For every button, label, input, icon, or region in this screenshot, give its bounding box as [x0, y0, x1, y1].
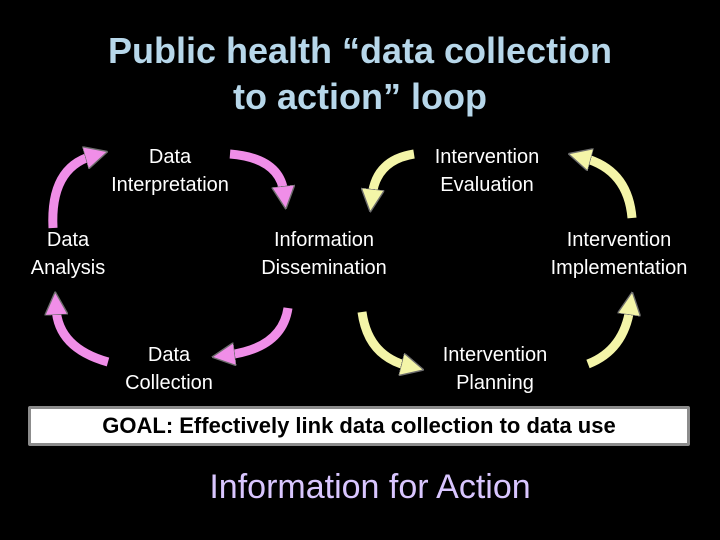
node-intervention-planning: Intervention Planning: [420, 341, 570, 397]
arrow-evaluation-to-dissemination: [372, 149, 415, 196]
goal-banner: GOAL: Effectively link data collection t…: [28, 406, 690, 446]
arrow-analysis-to-interpretation: [48, 156, 92, 229]
node-label-line: Dissemination: [261, 257, 387, 279]
slide-title: Public health “data collection to action…: [0, 28, 720, 120]
node-data-interpretation: Data Interpretation: [90, 143, 250, 199]
node-data-analysis: Data Analysis: [10, 226, 126, 282]
node-information-dissemination: Information Dissemination: [238, 226, 410, 282]
node-intervention-implementation: Intervention Implementation: [526, 226, 712, 282]
node-label-line: Collection: [125, 372, 213, 394]
node-label-line: Information: [273, 229, 375, 251]
node-label-line: Data: [147, 344, 191, 366]
arrow-dissemination-to-collection: [228, 307, 293, 355]
node-label-line: Data: [148, 146, 192, 168]
arrow-implementation-to-evaluation: [584, 158, 637, 219]
loop-diagram: [0, 0, 720, 410]
node-label-line: Analysis: [30, 257, 106, 279]
footer-tagline: Information for Action: [209, 468, 531, 506]
node-label-line: Data: [46, 229, 90, 251]
node-label-line: Evaluation: [440, 174, 534, 196]
arrow-planning-to-implementation: [586, 308, 630, 369]
arrow-interpretation-to-dissemination: [229, 149, 284, 193]
node-label-line: Interpretation: [111, 174, 229, 196]
node-intervention-evaluation: Intervention Evaluation: [414, 143, 560, 199]
arrow-dissemination-to-planning: [357, 311, 408, 366]
node-data-collection: Data Collection: [106, 341, 232, 397]
title-line-1: Public health “data collection: [107, 30, 613, 71]
node-label-line: Planning: [456, 372, 534, 394]
node-label-line: Intervention: [434, 146, 540, 168]
arrow-collection-to-analysis: [56, 308, 110, 367]
node-label-line: Intervention: [442, 344, 548, 366]
title-line-2: to action” loop: [233, 76, 487, 117]
node-label-line: Implementation: [550, 257, 688, 279]
node-label-line: Intervention: [566, 229, 672, 251]
